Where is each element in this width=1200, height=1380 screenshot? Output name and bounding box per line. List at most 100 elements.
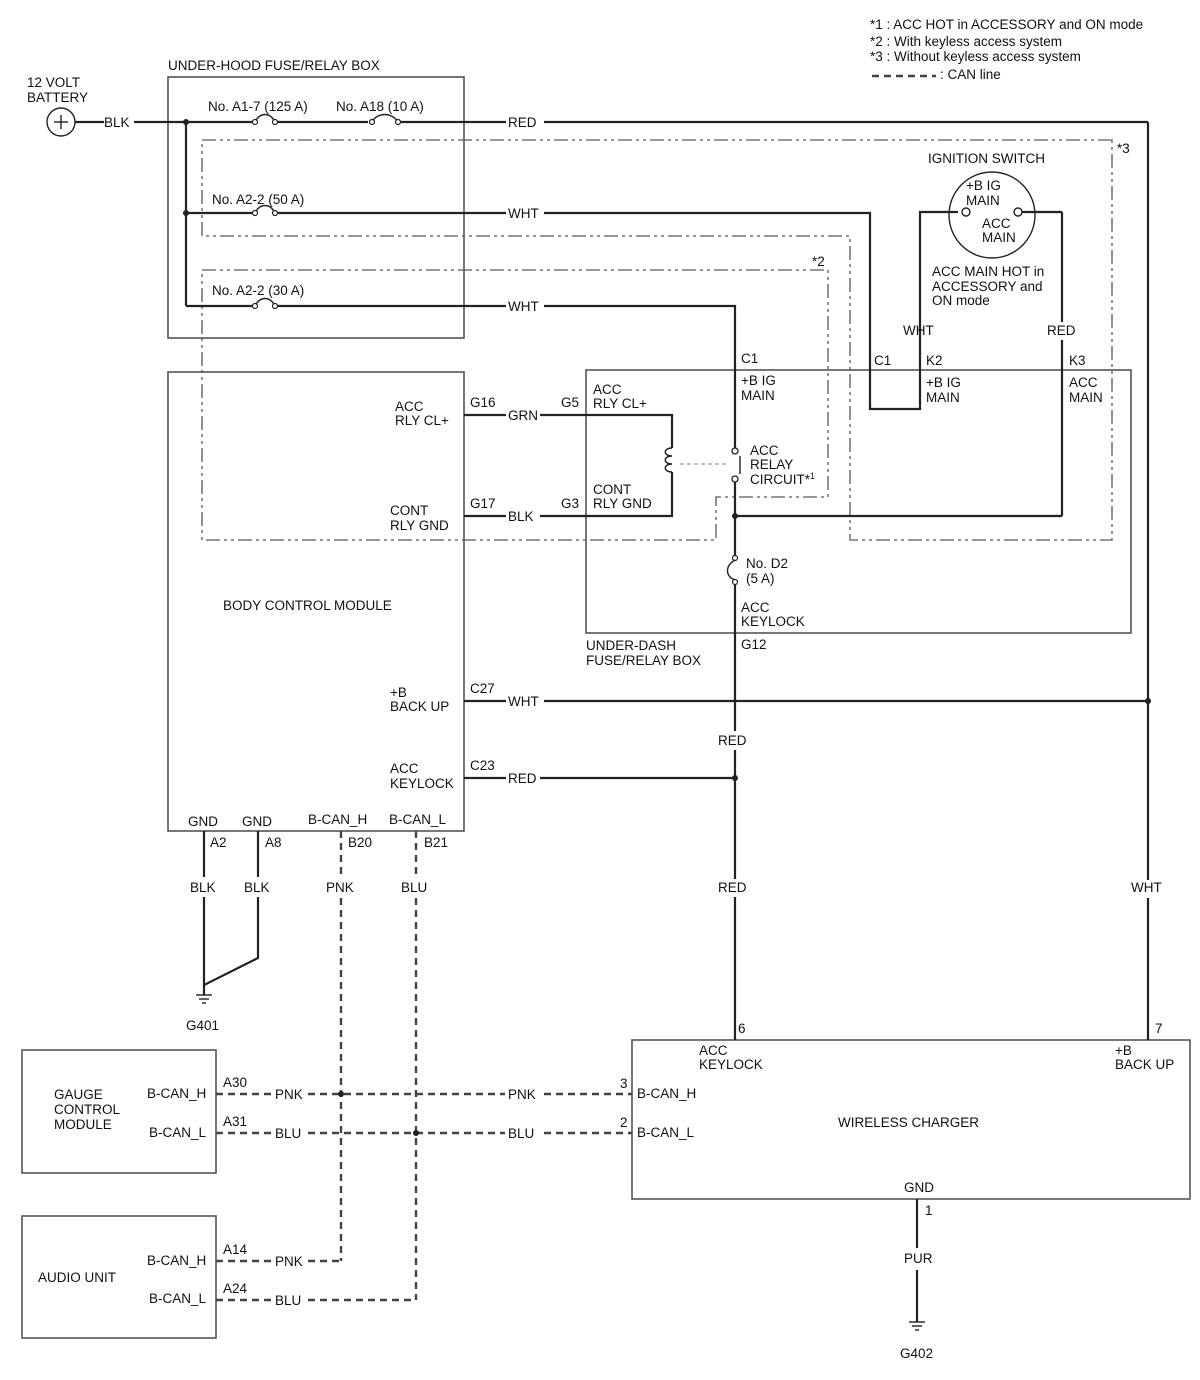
- legend: *1 : ACC HOT in ACCESSORY and ON mode *2…: [870, 17, 1143, 82]
- bcm-pin-a8: A8: [265, 835, 282, 850]
- wire-label-wht-right: WHT: [1131, 880, 1162, 895]
- fuse-a18-icon: [371, 113, 399, 123]
- ignition-contact-a: [961, 207, 971, 217]
- charger-backup-2: BACK UP: [1115, 1057, 1174, 1072]
- charger-bcanh: B-CAN_H: [637, 1086, 696, 1101]
- ud-keylock-2: KEYLOCK: [741, 614, 805, 629]
- ud-big2-2: MAIN: [926, 390, 960, 405]
- fuse-label-a17: No. A1-7 (125 A): [208, 99, 308, 114]
- wire-label-blu-gauge: BLU: [275, 1126, 301, 1141]
- ground-g402: G402: [900, 1346, 933, 1361]
- wireless-charger: [631, 1039, 1191, 1200]
- ignition-contact-b: [1013, 207, 1023, 217]
- under-dash-title-1: UNDER-DASH: [586, 638, 676, 653]
- gauge-title-2: CONTROL: [54, 1102, 120, 1117]
- ud-pin-g3: G3: [561, 496, 579, 511]
- ud-pin-g5: G5: [561, 395, 579, 410]
- bcm-bcanh: B-CAN_H: [308, 812, 367, 827]
- fuse-a22-50-pin-a: [251, 209, 259, 217]
- ud-big2-1: +B IG: [926, 375, 961, 390]
- ud-big-1: +B IG: [741, 373, 776, 388]
- audio-pin-a14: A14: [223, 1242, 248, 1257]
- ignition-switch: IGNITION SWITCH +B IG MAIN ACC MAIN ACC …: [928, 151, 1045, 308]
- wire-label-red-low: RED: [718, 880, 747, 895]
- bcm-backup-1: +B: [390, 685, 407, 700]
- fuse-d2-pin-a: [731, 554, 739, 562]
- bcm-bcanl: B-CAN_L: [389, 812, 447, 827]
- ud-fuse-d2-1: No. D2: [746, 556, 788, 571]
- ud-contrly-1: CONT: [593, 482, 631, 497]
- ud-accmain-2: MAIN: [1069, 390, 1103, 405]
- charger-gnd: GND: [904, 1180, 934, 1195]
- fuse-d2-pin-b: [731, 578, 739, 586]
- fuse-a22-30-pin-a: [251, 302, 259, 310]
- bcm-pin-c27: C27: [470, 681, 495, 696]
- charger-backup-1: +B: [1115, 1043, 1132, 1058]
- fuse-a18-pin-b: [394, 118, 402, 126]
- relay-contact-top: [731, 447, 739, 455]
- wire-wht-2-b: [544, 304, 737, 448]
- fuse-a17-pin-a: [251, 118, 259, 126]
- wire-label-wht-ign: WHT: [903, 323, 934, 338]
- fuse-a22-30-icon: [254, 297, 276, 307]
- bcm-gnd-1: GND: [188, 814, 218, 829]
- bcm-cont-rly-1: CONT: [390, 503, 428, 518]
- audio-bcanl: B-CAN_L: [149, 1291, 207, 1306]
- ud-keylock-1: ACC: [741, 600, 770, 615]
- bcm-pin-c23: C23: [470, 758, 495, 773]
- bcm-pin-b20: B20: [348, 835, 372, 850]
- audio-title: AUDIO UNIT: [38, 1270, 116, 1285]
- fuse-a22-30-pin-b: [271, 302, 279, 310]
- wire-label-wht-c27: WHT: [508, 694, 539, 709]
- audio-pin-a24: A24: [223, 1281, 248, 1296]
- legend-note-1: *1 : ACC HOT in ACCESSORY and ON mode: [870, 17, 1143, 32]
- wire-label-blk-a8: BLK: [244, 880, 270, 895]
- fuse-a22-50-pin-b: [271, 209, 279, 217]
- legend-note-4: : CAN line: [940, 67, 1001, 82]
- under-hood-fuse-box: [167, 76, 465, 339]
- charger-keylock-2: KEYLOCK: [699, 1057, 763, 1072]
- junction-bus-top: [183, 119, 189, 125]
- wire-label-wht-1: WHT: [508, 206, 539, 221]
- mark-2: *2: [812, 254, 825, 269]
- bcm-title: BODY CONTROL MODULE: [223, 598, 392, 613]
- bcm-pin-b21: B21: [424, 835, 448, 850]
- ud-relay-3: CIRCUIT*1: [750, 471, 815, 487]
- gauge-bcanh: B-CAN_H: [147, 1086, 206, 1101]
- ignition-title: IGNITION SWITCH: [928, 151, 1045, 166]
- fuse-label-a22-30: No. A2-2 (30 A): [212, 283, 304, 298]
- ground-g401: G401: [186, 1018, 219, 1033]
- ignition-bigmain-2: MAIN: [966, 193, 1000, 208]
- ud-accrly-1: ACC: [593, 382, 622, 397]
- charger-keylock-1: ACC: [699, 1043, 728, 1058]
- body-control-module: [167, 371, 465, 832]
- fuse-d2-icon: [726, 559, 736, 581]
- charger-pin-2: 2: [620, 1115, 628, 1130]
- ud-big-2: MAIN: [741, 388, 775, 403]
- legend-note-3: *3 : Without keyless access system: [870, 49, 1081, 64]
- wire-label-pnk-gauge: PNK: [275, 1087, 303, 1102]
- ud-fuse-d2-2: (5 A): [746, 571, 775, 586]
- charger-pin-7: 7: [1155, 1021, 1163, 1036]
- wire-label-pnk-b20: PNK: [326, 880, 354, 895]
- ignition-switch-icon: [948, 171, 1036, 259]
- charger-pin-3: 3: [620, 1076, 628, 1091]
- fuse-a17-pin-b: [271, 118, 279, 126]
- wire-label-pur: PUR: [904, 1251, 933, 1266]
- fuse-label-a18: No. A18 (10 A): [336, 99, 424, 114]
- junction-can-l: [413, 1130, 419, 1136]
- gauge-pin-a30: A30: [223, 1075, 247, 1090]
- ignition-note-3: ON mode: [932, 293, 990, 308]
- under-dash-fuse-box: [585, 369, 1132, 634]
- bcm-acc-rly-2: RLY CL+: [395, 413, 449, 428]
- option-region-2: [201, 269, 829, 541]
- wire-gnd-merge: [202, 897, 260, 995]
- bcm-gnd-2: GND: [242, 814, 272, 829]
- charger-title: WIRELESS CHARGER: [838, 1115, 979, 1130]
- ignition-accmain-1: ACC: [982, 216, 1011, 231]
- battery-label-1: 12 VOLT: [27, 75, 80, 90]
- ud-pin-c1b: C1: [874, 353, 891, 368]
- wire-label-blk-g17: BLK: [508, 509, 534, 524]
- wire-label-wht-2: WHT: [508, 299, 539, 314]
